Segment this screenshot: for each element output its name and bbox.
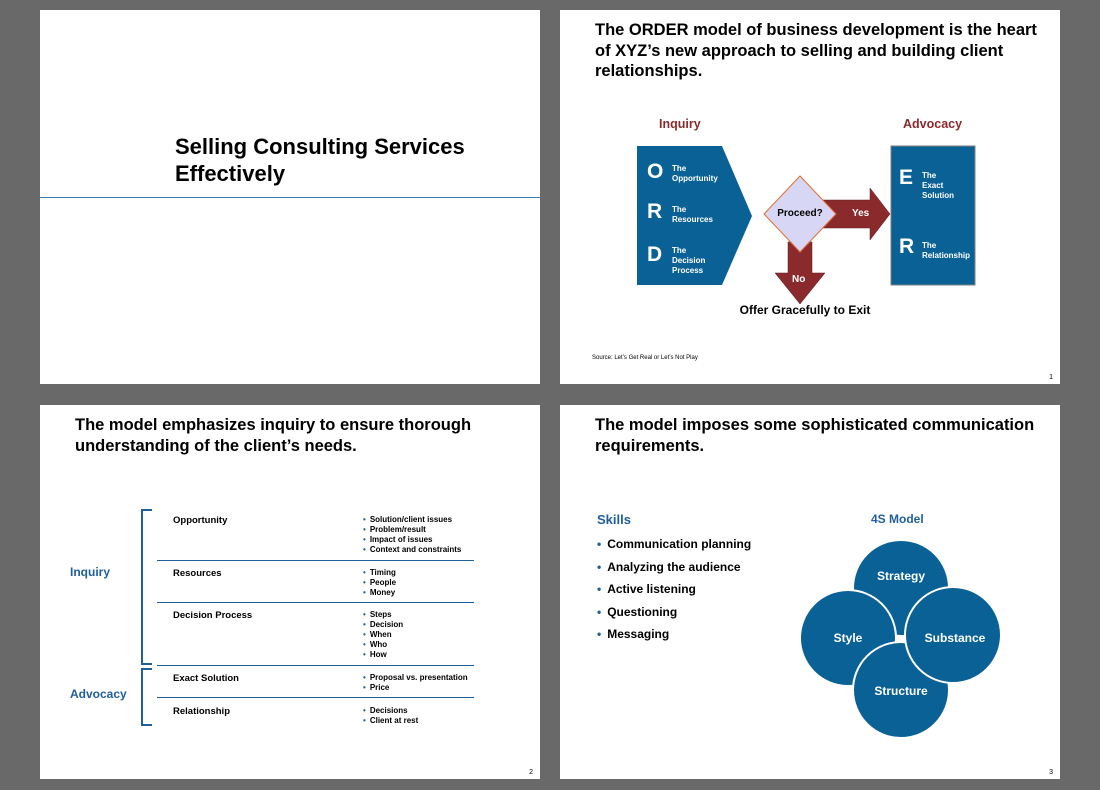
row-divider bbox=[157, 665, 474, 666]
letter-d: D bbox=[647, 243, 663, 266]
slide-title: The model imposes some sophisticated com… bbox=[595, 416, 1035, 455]
row-label-relationship: Relationship bbox=[173, 706, 231, 717]
source-note: Source: Let’s Get Real or Let’s Not Play bbox=[592, 355, 698, 361]
label-structure: Structure bbox=[874, 684, 928, 698]
row-divider bbox=[157, 602, 474, 603]
row-label-exact-solution: Exact Solution bbox=[173, 673, 239, 684]
row-label-opportunity: Opportunity bbox=[173, 515, 228, 526]
bullets-relationship: DecisionsClient at rest bbox=[363, 706, 418, 726]
page-number: 2 bbox=[529, 769, 533, 776]
slide-communication: The model imposes some sophisticated com… bbox=[560, 405, 1060, 779]
proceed-diamond bbox=[763, 175, 837, 253]
four-s-diagram bbox=[799, 532, 1002, 739]
exit-label: Offer Gracefully to Exit bbox=[739, 303, 871, 317]
advocacy-bracket bbox=[141, 668, 152, 726]
bullets-exact-solution: Proposal vs. presentationPrice bbox=[363, 673, 468, 693]
bullets-resources: TimingPeopleMoney bbox=[363, 568, 396, 598]
cover-title: Selling Consulting Services Effectively bbox=[175, 134, 465, 186]
label-strategy: Strategy bbox=[876, 569, 926, 583]
slide-title-page: Selling Consulting Services Effectively bbox=[40, 10, 540, 384]
skill-item: Analyzing the audience bbox=[597, 556, 751, 579]
letter-e: E bbox=[899, 166, 914, 189]
letter-r-right: R bbox=[899, 235, 915, 258]
slide-title: The model emphasizes inquiry to ensure t… bbox=[75, 416, 472, 455]
skill-item: Messaging bbox=[597, 623, 751, 646]
order-diagram bbox=[637, 145, 976, 305]
skill-item: Questioning bbox=[597, 601, 751, 624]
slide-order-model: The ORDER model of business development … bbox=[560, 10, 1060, 384]
skills-list: Communication planning Analyzing the aud… bbox=[597, 533, 751, 646]
advocacy-block bbox=[890, 145, 976, 286]
label-style: Style bbox=[833, 631, 863, 645]
bullets-decision-process: StepsDecisionWhenWhoHow bbox=[363, 610, 403, 660]
inquiry-label: Inquiry bbox=[659, 117, 701, 131]
skill-item: Active listening bbox=[597, 578, 751, 601]
title-divider bbox=[40, 197, 540, 198]
label-substance: Substance bbox=[924, 631, 986, 645]
inquiry-bracket bbox=[141, 509, 152, 665]
bullets-opportunity: Solution/client issuesProblem/resultImpa… bbox=[363, 515, 462, 555]
row-divider bbox=[157, 560, 474, 561]
row-divider bbox=[157, 697, 474, 698]
inquiry-block bbox=[637, 146, 752, 285]
page-number: 3 bbox=[1049, 769, 1053, 776]
group-inquiry: Inquiry bbox=[70, 565, 111, 579]
yes-arrow bbox=[817, 187, 891, 241]
page-number: 1 bbox=[1049, 374, 1053, 381]
circle-substance bbox=[904, 586, 1002, 684]
no-label: No bbox=[792, 274, 806, 285]
no-arrow bbox=[774, 241, 826, 305]
group-advocacy: Advocacy bbox=[70, 687, 127, 701]
slide-inquiry-table: The model emphasizes inquiry to ensure t… bbox=[40, 405, 540, 779]
skills-heading: Skills bbox=[597, 512, 631, 527]
model-heading: 4S Model bbox=[871, 512, 924, 526]
letter-o: O bbox=[647, 160, 664, 183]
proceed-label: Proceed? bbox=[777, 208, 823, 219]
skill-item: Communication planning bbox=[597, 533, 751, 556]
row-label-decision-process: Decision Process bbox=[173, 610, 253, 621]
advocacy-label: Advocacy bbox=[903, 117, 963, 131]
slide-title: The ORDER model of business development … bbox=[595, 21, 1037, 80]
letter-r-left: R bbox=[647, 200, 663, 223]
yes-label: Yes bbox=[852, 208, 870, 219]
row-label-resources: Resources bbox=[173, 568, 222, 579]
